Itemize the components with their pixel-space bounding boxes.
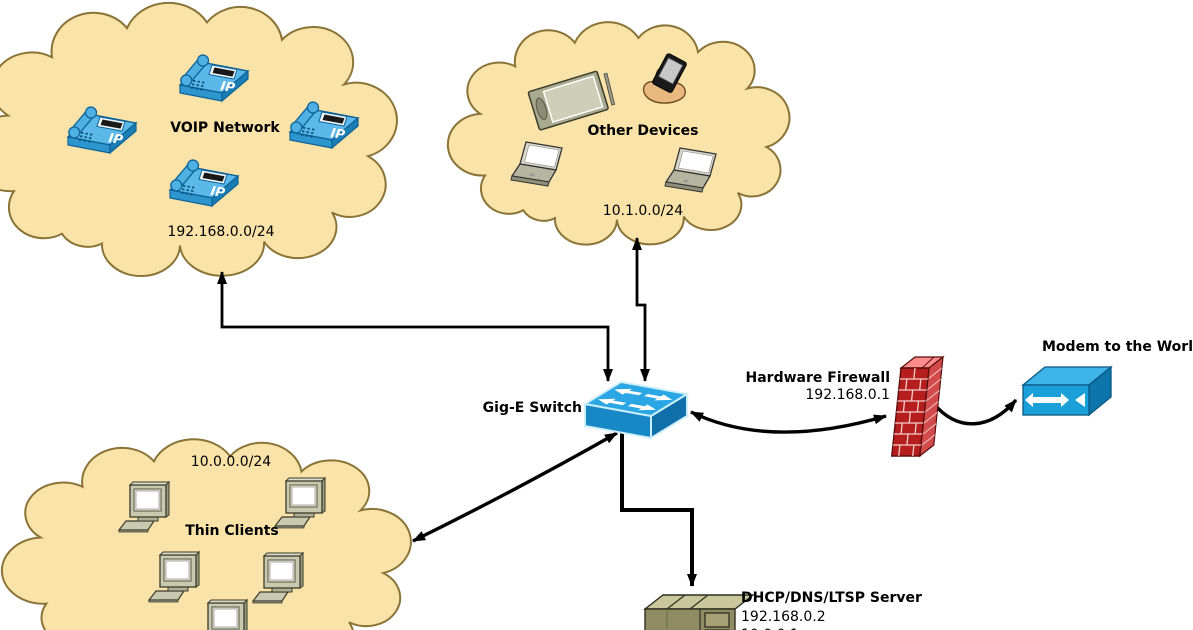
thin-clients-subnet: 10.0.0.0/24 — [190, 454, 272, 470]
voip-subnet: 192.168.0.0/24 — [167, 224, 275, 240]
modem-label: Modem to the World — [1042, 339, 1193, 355]
tablet-icon — [527, 70, 609, 131]
ip-phone-icon: IP — [287, 99, 359, 149]
server-icon — [642, 594, 756, 630]
ip-phone-label: IP — [329, 126, 346, 143]
connections — [217, 237, 1018, 587]
switch-icon — [582, 380, 690, 440]
link-switch-firewall — [690, 410, 887, 434]
link-voip-switch — [217, 271, 613, 382]
ip-phone-icon: IP — [65, 104, 137, 154]
ip-phone-icon: IP — [177, 52, 249, 102]
server-ip1: 192.168.0.2 — [741, 609, 826, 625]
modem-icon — [1021, 365, 1113, 417]
server-label: DHCP/DNS/LTSP Server — [741, 590, 922, 606]
ip-phone-label: IP — [107, 131, 124, 148]
other-devices-label: Other Devices — [587, 123, 699, 139]
ip-phone-label: IP — [209, 184, 226, 201]
voip-cloud-label: VOIP Network — [170, 120, 280, 136]
switch-label: Gig-E Switch — [482, 400, 582, 416]
firewall-ip: 192.168.0.1 — [805, 387, 890, 403]
server-ip2: 10.0.0.1 — [741, 627, 799, 630]
firewall-label: Hardware Firewall — [745, 370, 890, 386]
stylus-icon — [603, 72, 616, 106]
link-switch-server — [620, 433, 697, 587]
other-devices-subnet: 10.1.0.0/24 — [602, 203, 684, 219]
link-firewall-modem — [932, 398, 1018, 426]
ip-phone-label: IP — [219, 79, 236, 96]
link-other-switch — [632, 237, 650, 382]
ip-phone-icon: IP — [167, 157, 239, 207]
thin-clients-label: Thin Clients — [185, 523, 279, 539]
firewall-icon — [890, 355, 945, 458]
handheld-pda-icon — [642, 53, 687, 104]
link-thin-switch — [412, 431, 618, 543]
